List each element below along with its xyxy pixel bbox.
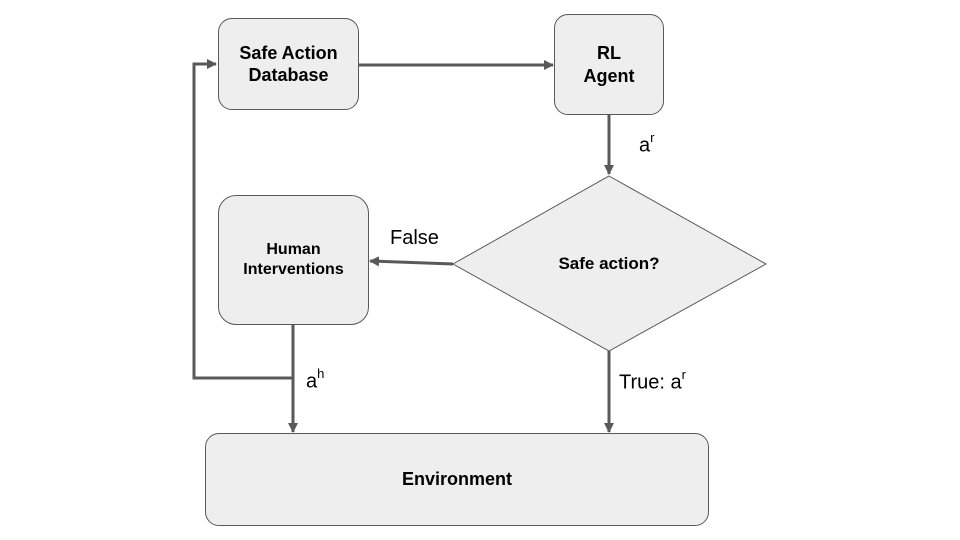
human-interventions-line1: Human <box>266 241 321 258</box>
arrow-human-to-database-feedback <box>192 59 293 380</box>
arrow-check-to-human <box>369 256 454 267</box>
environment-node: Environment <box>205 433 709 526</box>
environment-label: Environment <box>401 469 512 490</box>
true-branch-base: a <box>670 371 682 394</box>
rl-agent-node: RL Agent <box>554 14 664 115</box>
human-interventions-node: Human Interventions <box>218 195 369 325</box>
agent-action-label: ar <box>639 130 655 158</box>
safe-action-database-line2: Database <box>248 65 329 85</box>
safe-action-database-line1: Safe Action <box>239 42 338 63</box>
true-branch-label: True: ar <box>619 367 686 395</box>
true-branch-sup: r <box>681 367 686 382</box>
human-action-base: a <box>306 370 318 393</box>
true-branch-prefix: True: <box>619 371 671 394</box>
safe-action-check-diamond <box>451 175 768 352</box>
human-action-label: ah <box>306 366 325 394</box>
agent-action-sup: r <box>650 130 655 145</box>
human-action-sup: h <box>317 366 325 381</box>
safe-action-database-node: Safe Action Database <box>218 18 359 110</box>
rl-agent-line2: Agent <box>583 65 635 86</box>
human-interventions-line2: Interventions <box>243 261 344 278</box>
safe-action-check-label: Safe action? <box>558 254 660 273</box>
agent-action-base: a <box>639 134 651 157</box>
rl-agent-line1: RL <box>597 43 621 63</box>
false-branch-label: False <box>390 227 439 249</box>
